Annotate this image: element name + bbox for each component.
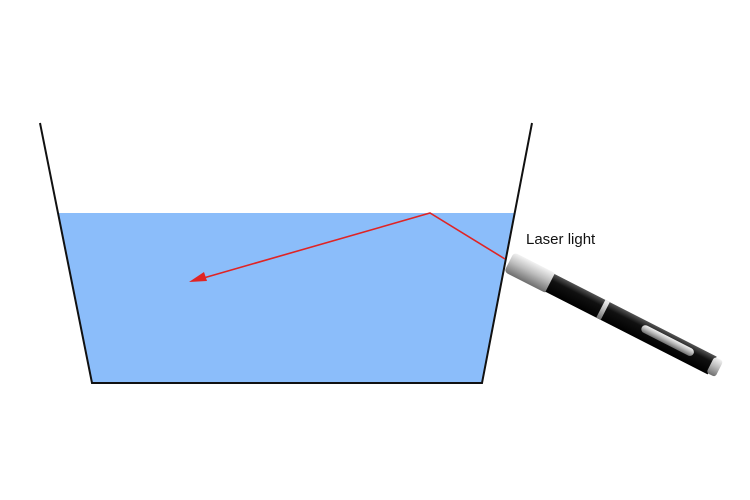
laser-beam <box>199 212 506 280</box>
laser-pen <box>505 253 723 377</box>
laser-light-label: Laser light <box>526 231 596 248</box>
water <box>58 213 514 383</box>
arrowhead-icon <box>189 272 207 282</box>
container <box>39 122 533 384</box>
